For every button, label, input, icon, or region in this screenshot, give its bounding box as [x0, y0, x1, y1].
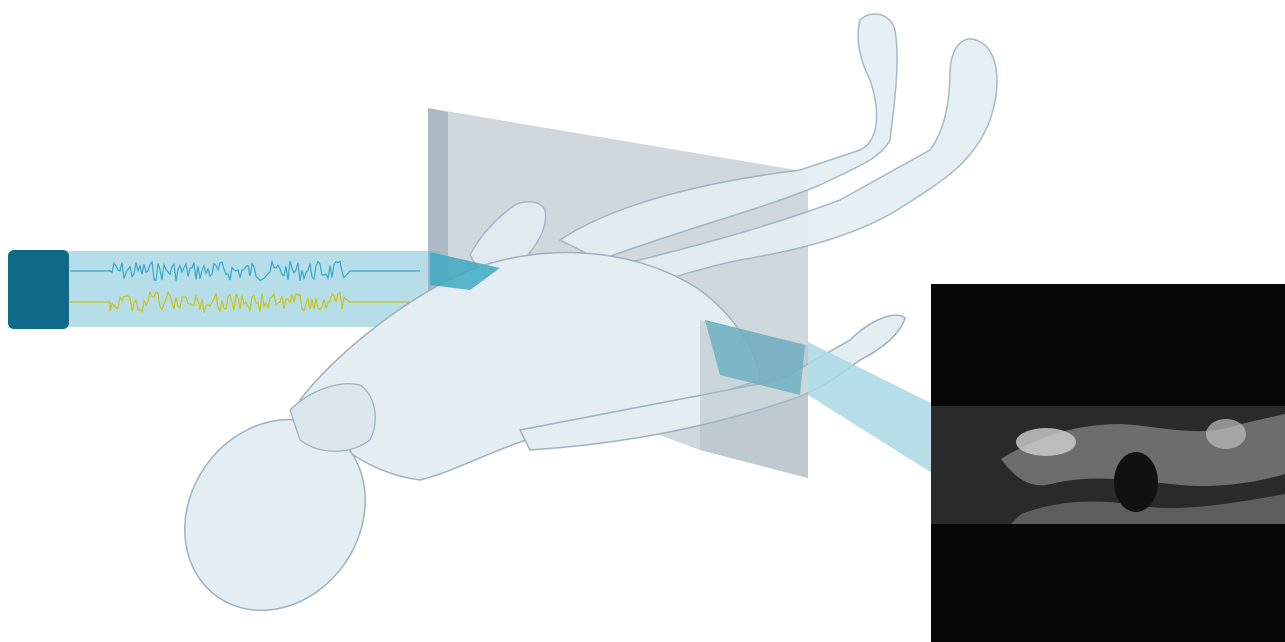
imaging-plane-front [700, 320, 808, 478]
mri-dark-region [1114, 452, 1158, 512]
acquisition-device [8, 250, 69, 329]
mri-slice-image [931, 284, 1285, 642]
output-beam [808, 342, 935, 475]
mri-bright-region [1016, 428, 1076, 456]
mri-bright-region-2 [1206, 419, 1246, 449]
signal-beam [60, 251, 440, 327]
face-hand [290, 384, 375, 452]
